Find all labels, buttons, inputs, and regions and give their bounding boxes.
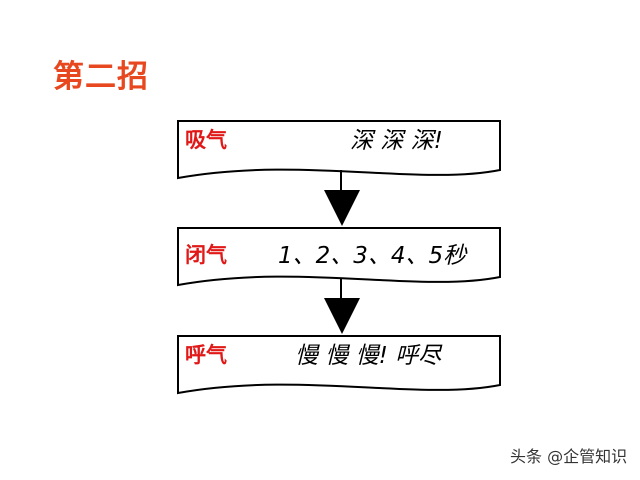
step-text-exhale: 慢 慢 慢! 呼尽 — [295, 343, 442, 369]
arrow-down-icon — [324, 298, 360, 334]
step-label-exhale: 呼气 — [185, 343, 227, 367]
watermark: 头条 @企管知识 — [510, 447, 628, 466]
step-box-hold — [177, 227, 501, 287]
step-label-inhale: 吸气 — [185, 128, 227, 152]
step-text-inhale: 深 深 深! — [350, 128, 443, 154]
slide-title: 第二招 — [53, 59, 149, 95]
step-box-inhale — [177, 120, 501, 180]
step-label-hold: 闭气 — [185, 243, 227, 267]
step-box-exhale — [177, 335, 501, 395]
step-text-hold: 1、2、3、4、5秒 — [278, 243, 467, 269]
arrow-down-icon — [324, 190, 360, 226]
